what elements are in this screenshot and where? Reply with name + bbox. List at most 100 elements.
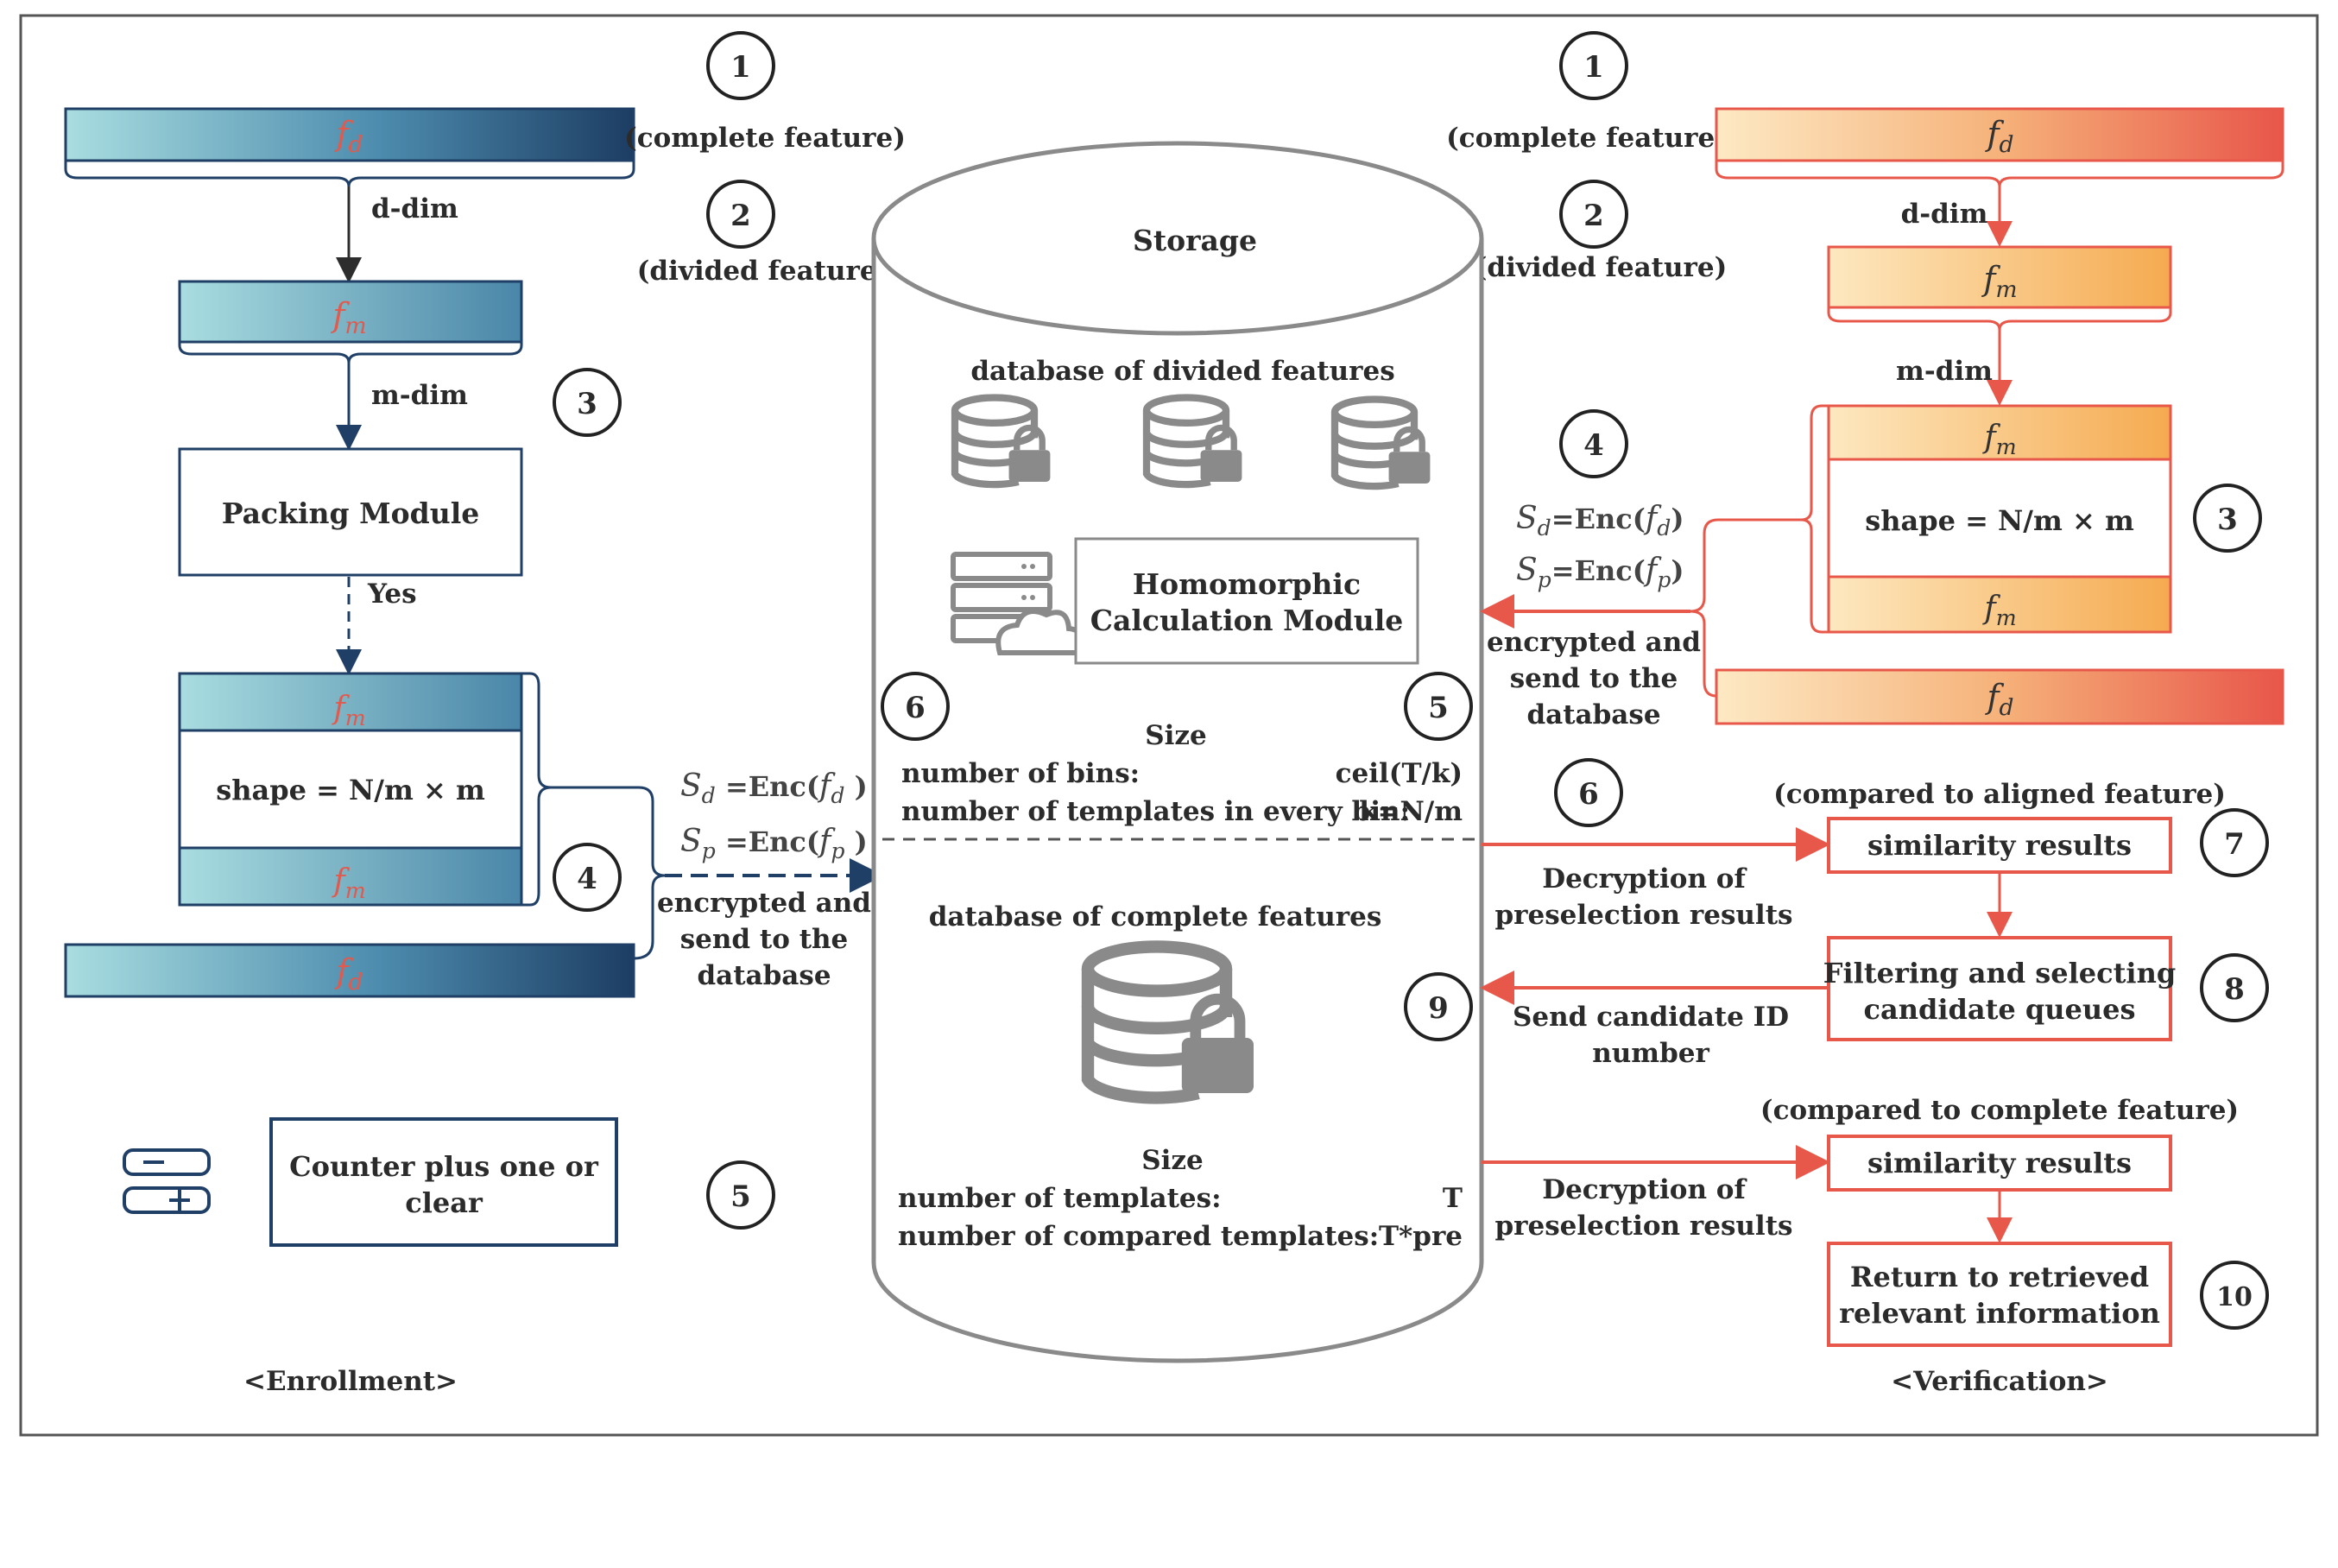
svg-text:7: 7 [2224, 827, 2245, 862]
verify-merge-line-bottom [1690, 610, 1717, 698]
decrypt-1-line-1: Decryption of [1542, 863, 1747, 895]
counter-box [269, 1117, 618, 1247]
return-box [1827, 1242, 2172, 1347]
enroll-fd-bar [64, 107, 635, 162]
step-badge-r3: 3 [2193, 484, 2262, 553]
templates-value: T [1443, 1183, 1463, 1214]
verify-shape-label: shape = N/m × m [1865, 504, 2134, 537]
storage-cylinder: Storage database of divided features Hom… [871, 141, 1484, 1363]
minus-box-icon [123, 1148, 211, 1176]
storage-title: Storage [1133, 224, 1257, 257]
step-badge-7: 7 [2200, 808, 2269, 877]
verification-label: <Verification> [1891, 1366, 2108, 1397]
verify-packed-bottom-row [1827, 575, 2172, 634]
svg-text:10: 10 [2216, 1282, 2253, 1312]
enrollment-section: fd d-dim fm m-dim Packing Module Yes fm … [64, 107, 884, 1397]
enroll-merge-line-top [551, 786, 666, 877]
size-2-label: Size [1141, 1145, 1204, 1176]
verify-merge-line-top [1690, 518, 1801, 613]
step-badge-9: 9 [1404, 972, 1473, 1041]
svg-text:9: 9 [1428, 991, 1449, 1026]
db-divided-label: database of divided features [970, 356, 1394, 387]
step-badge-r2: 2 [1559, 180, 1628, 249]
verify-send-line-2: send to the [1510, 663, 1678, 694]
templates-per-bin-label: number of templates in every bin: [901, 796, 1410, 827]
verification-section: fd d-dim fm m-dim fm fm shape = N/m × m … [1480, 107, 2284, 1397]
enroll-fm-brace [178, 342, 523, 364]
enroll-mdim-label: m-dim [371, 380, 468, 411]
svg-text:1: 1 [1583, 50, 1604, 85]
step-badge-r1: 1 [1559, 31, 1628, 100]
verify-send-line-1: encrypted and [1487, 627, 1701, 658]
similarity-1-label: similarity results [1867, 829, 2132, 862]
size-1-label: Size [1145, 720, 1207, 751]
verify-fm-label: fm [1981, 260, 2017, 303]
templates-label: number of templates: [898, 1183, 1222, 1214]
enroll-fd-brace [64, 161, 635, 187]
db-complete-label: database of complete features [929, 901, 1382, 933]
svg-text:6: 6 [905, 691, 926, 725]
verify-fm-brace [1827, 307, 2172, 331]
hcm-line-2: Calculation Module [1090, 604, 1404, 637]
step-badge-6b: 6 [1554, 758, 1623, 827]
enroll-send-line-2: send to the [680, 924, 849, 955]
complete-feature-left-label: (complete feature) [624, 123, 906, 154]
svg-text:2: 2 [1583, 199, 1604, 233]
enroll-ddim-label: d-dim [371, 193, 458, 224]
enroll-fd-bar-2 [64, 943, 635, 998]
complete-feature-compare-label: (compared to complete feature) [1760, 1095, 2239, 1126]
step-badge-l2: 2 [706, 180, 775, 249]
step-badge-l4: 4 [553, 843, 622, 912]
svg-text:6: 6 [1578, 777, 1599, 812]
step-badge-r4: 4 [1559, 409, 1628, 478]
similarity-2-label: similarity results [1867, 1147, 2132, 1179]
verify-send-line-3: database [1526, 699, 1660, 730]
storage-top [871, 141, 1484, 336]
enroll-fd-label-2: fd [333, 952, 363, 996]
verify-fd-bar [1715, 107, 2284, 162]
divided-feature-right-label: (divided feature) [1475, 252, 1728, 283]
step-badge-8: 8 [2200, 953, 2269, 1022]
hcm-box [1074, 537, 1419, 665]
svg-text:8: 8 [2224, 972, 2245, 1007]
verify-fm-bar [1827, 245, 2172, 309]
packing-module-box [178, 447, 523, 577]
server-cloud-icon [951, 552, 1087, 655]
decrypt-2-line-2: preselection results [1495, 1211, 1793, 1242]
enrollment-label: <Enrollment> [243, 1366, 458, 1397]
compared-templates-label: number of compared templates: [898, 1221, 1379, 1252]
return-line-2: relevant information [1839, 1297, 2160, 1330]
enroll-packed-bottom-row [178, 846, 523, 907]
svg-text:1: 1 [730, 50, 751, 85]
step-circles: 1 2 3 4 5 1 2 3 4 6 5 6 7 8 9 10 [553, 31, 2269, 1330]
bins-value: ceil(T/k) [1336, 758, 1463, 789]
outer-frame [19, 14, 2319, 1437]
plus-box-icon [123, 1186, 211, 1214]
verify-packed-top-row [1827, 404, 2172, 461]
enroll-fd-label: fd [333, 115, 363, 158]
enroll-packed-top-row [178, 672, 523, 732]
verify-packed-brace [1800, 404, 1829, 634]
filter-line-1: Filtering and selecting [1823, 957, 2176, 989]
enroll-sd-formula: Sd =Enc(fd ) [680, 768, 868, 808]
templates-per-bin-value: k=N/m [1359, 796, 1463, 827]
enroll-fm-bar [178, 280, 523, 344]
svg-text:4: 4 [577, 862, 597, 896]
svg-text:4: 4 [1583, 428, 1604, 463]
svg-text:5: 5 [1428, 691, 1449, 725]
step-badge-5: 5 [1404, 672, 1473, 741]
candidate-line-2: number [1592, 1038, 1709, 1069]
verify-mdim-label: m-dim [1896, 356, 1993, 387]
verify-sd-formula: Sd=Enc(fd) [1516, 501, 1684, 541]
verify-sp-formula: Sp=Enc(fp) [1516, 553, 1684, 592]
divided-feature-left-label: (divided feature) [637, 256, 890, 287]
step-badge-6: 6 [881, 672, 950, 741]
counter-line-1: Counter plus one or [289, 1150, 599, 1183]
verify-ddim-label: d-dim [1901, 199, 1988, 230]
decrypt-2-line-1: Decryption of [1542, 1174, 1747, 1205]
step-badge-l3: 3 [553, 368, 622, 437]
enroll-packed-brace [521, 672, 552, 907]
enroll-sp-formula: Sp =Enc(fp ) [680, 824, 868, 863]
step-badge-l1: 1 [706, 31, 775, 100]
enroll-merge-line-bottom [633, 874, 666, 960]
